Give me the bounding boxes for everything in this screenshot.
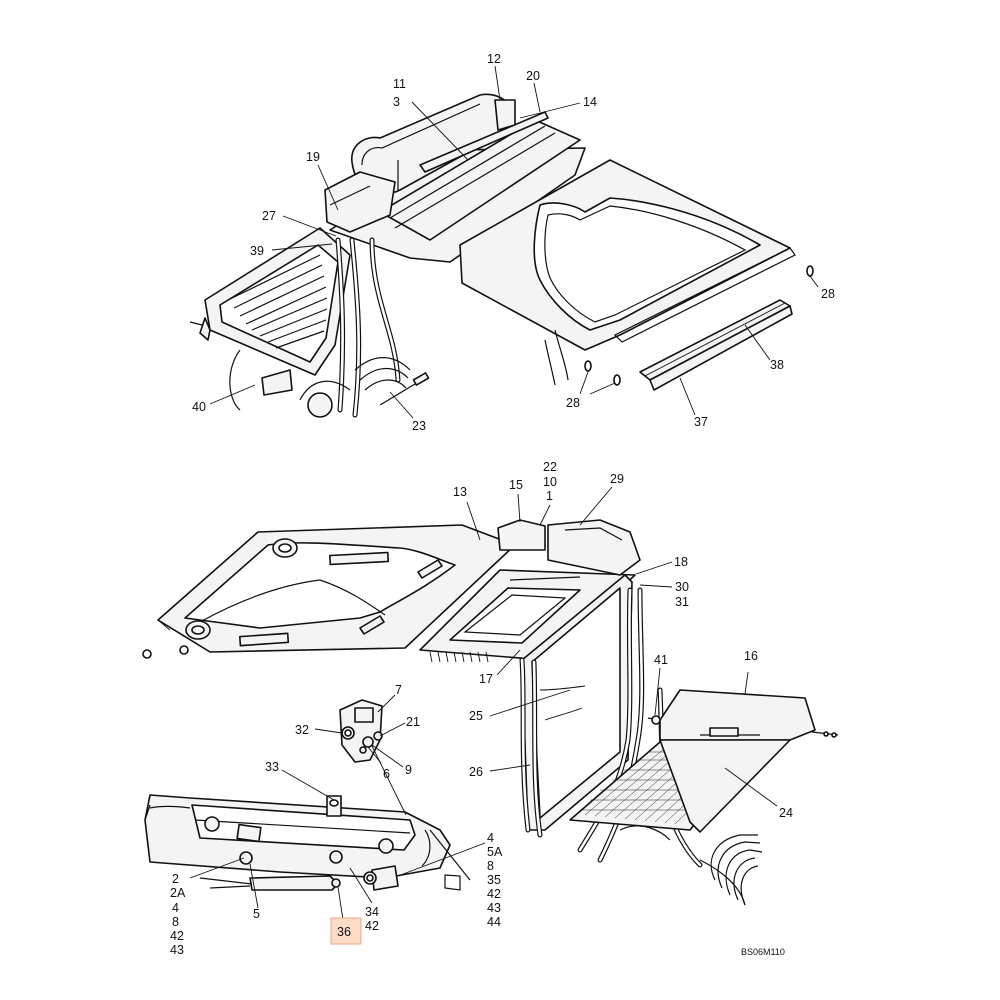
stack-right-item: 42 bbox=[487, 887, 501, 901]
mount-bracket bbox=[647, 689, 839, 833]
callout-28-right: 28 bbox=[821, 287, 835, 301]
callout-7: 7 bbox=[395, 683, 402, 697]
right-label-stack: 4 5A 8 35 42 43 44 bbox=[487, 831, 503, 929]
callout-18: 18 bbox=[674, 555, 688, 569]
callout-21: 21 bbox=[406, 715, 420, 729]
stack-right-item: 43 bbox=[487, 901, 501, 915]
floor-panel bbox=[157, 524, 516, 653]
callout-42-valve: 42 bbox=[365, 919, 379, 933]
duct-upper bbox=[379, 119, 581, 241]
callout-31: 31 bbox=[675, 595, 689, 609]
stack-right-item: 44 bbox=[487, 915, 501, 929]
callout-38: 38 bbox=[770, 358, 784, 372]
stack-right-item: 4 bbox=[487, 831, 494, 845]
callout-1: 1 bbox=[546, 489, 553, 503]
stack-right-item: 8 bbox=[487, 859, 494, 873]
roof-headliner-panel bbox=[459, 159, 796, 351]
callout-16: 16 bbox=[744, 649, 758, 663]
stack-left-item: 2 bbox=[172, 872, 179, 886]
callout-32: 32 bbox=[295, 723, 309, 737]
leader-lines bbox=[189, 65, 819, 921]
grommet-28-left bbox=[584, 360, 592, 372]
stack-left-item: 43 bbox=[170, 943, 184, 957]
callout-27: 27 bbox=[262, 209, 276, 223]
drawing-code: BS06M110 bbox=[741, 947, 785, 957]
callout-41: 41 bbox=[654, 653, 668, 667]
callout-34: 34 bbox=[365, 905, 379, 919]
stack-right-item: 5A bbox=[487, 845, 503, 859]
stack-left-item: 2A bbox=[170, 886, 186, 900]
callout-40: 40 bbox=[192, 400, 206, 414]
callout-3: 3 bbox=[393, 95, 400, 109]
callout-11: 11 bbox=[393, 77, 406, 91]
callout-29: 29 bbox=[610, 472, 624, 486]
grommet-left bbox=[142, 649, 152, 659]
callout-5: 5 bbox=[253, 907, 260, 921]
callout-24: 24 bbox=[779, 806, 793, 820]
lower-assembly bbox=[142, 519, 839, 906]
highlight-box-36 bbox=[330, 917, 362, 945]
callout-28-left: 28 bbox=[566, 396, 580, 410]
callout-labels: 12 20 11 3 14 19 27 39 40 23 28 28 38 37… bbox=[170, 52, 835, 957]
callout-23: 23 bbox=[412, 419, 426, 433]
left-label-stack: 2 2A 4 8 42 43 bbox=[170, 872, 186, 957]
callout-26: 26 bbox=[469, 765, 483, 779]
grommet-28-right bbox=[806, 265, 814, 277]
callout-17: 17 bbox=[479, 672, 493, 686]
callout-6: 6 bbox=[383, 767, 390, 781]
louvered-grille bbox=[189, 227, 351, 376]
callout-30: 30 bbox=[675, 580, 689, 594]
callout-33: 33 bbox=[265, 760, 279, 774]
callout-9: 9 bbox=[405, 763, 412, 777]
trim-strip bbox=[419, 111, 549, 173]
duct-outlet bbox=[324, 171, 396, 233]
callout-13: 13 bbox=[453, 485, 467, 499]
sensor-probe-36 bbox=[199, 875, 341, 891]
callout-10: 10 bbox=[543, 475, 557, 489]
upper-assembly bbox=[189, 93, 814, 418]
callout-39: 39 bbox=[250, 244, 264, 258]
grommet-mid bbox=[179, 645, 189, 655]
upper-hoses bbox=[229, 237, 569, 418]
blower-housing bbox=[351, 93, 516, 195]
angle-strip bbox=[639, 299, 793, 391]
callout-36-highlighted: 36 bbox=[337, 925, 351, 939]
stack-left-item: 8 bbox=[172, 915, 179, 929]
callout-25: 25 bbox=[469, 709, 483, 723]
evaporator-box bbox=[419, 519, 641, 663]
control-unit bbox=[339, 699, 383, 763]
callout-19: 19 bbox=[306, 150, 320, 164]
valve-assembly bbox=[363, 865, 399, 891]
coiled-hose bbox=[699, 834, 763, 906]
callout-22: 22 bbox=[543, 460, 557, 474]
callout-12: 12 bbox=[487, 52, 501, 66]
stack-left-item: 42 bbox=[170, 929, 184, 943]
callout-37: 37 bbox=[694, 415, 708, 429]
condenser-frame bbox=[521, 574, 633, 831]
callout-15: 15 bbox=[509, 478, 523, 492]
stack-left-item: 4 bbox=[172, 901, 179, 915]
heater-box bbox=[144, 794, 471, 891]
grommet-28-center bbox=[613, 374, 621, 386]
callout-20: 20 bbox=[526, 69, 540, 83]
stack-right-item: 35 bbox=[487, 873, 501, 887]
callout-14: 14 bbox=[583, 95, 597, 109]
